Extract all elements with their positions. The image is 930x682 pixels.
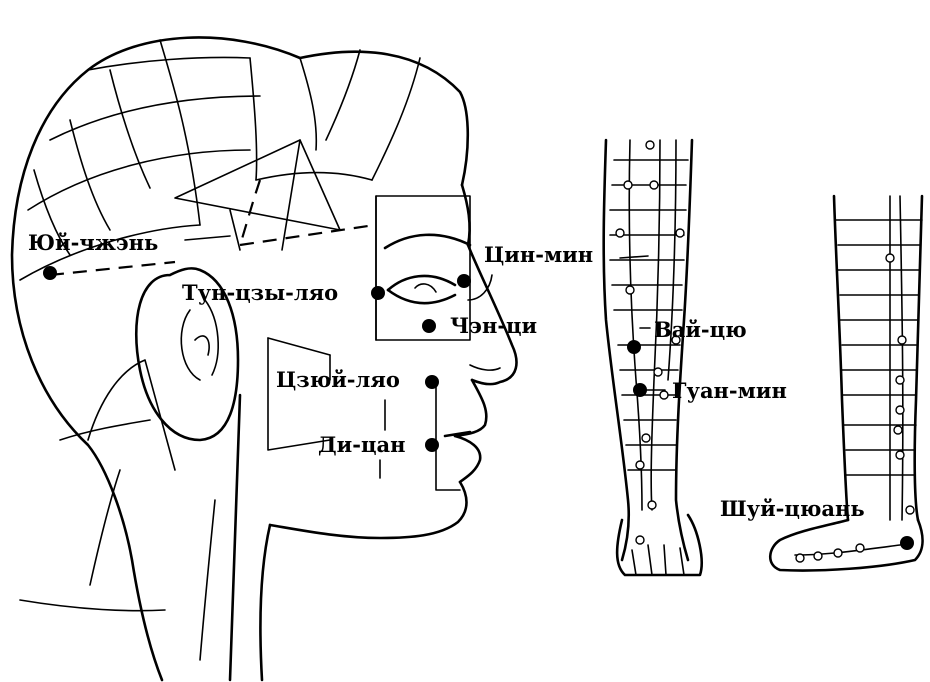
point-shui-tsyuan [900,536,914,550]
point-yui-zhen [43,266,57,280]
label-shui-tsyuan: Шуй-цюань [720,496,865,521]
label-tun-tszy-lyao: Тун-цзы-ляо [182,280,338,305]
head-illustration [12,37,516,680]
label-yui-zhen: Юй-чжэнь [28,230,158,255]
label-vai-tsyu: Вай-цю [654,317,747,342]
point-tsin-min [457,274,471,288]
point-chen-tsi [422,319,436,333]
point-di-tsan [425,438,439,452]
point-tun-tszy-lyao [371,286,385,300]
label-di-tsan: Ди-цан [318,432,405,457]
label-tsin-min: Цин-мин [484,242,593,267]
point-tszyui-lyao [425,375,439,389]
label-tszyui-lyao: Цзюй-ляо [276,367,400,392]
point-vai-tsyu [627,340,641,354]
leg-illustration [604,140,702,575]
label-guan-min: Гуан-мин [672,378,787,403]
label-chen-tsi: Чэн-ци [450,313,537,338]
